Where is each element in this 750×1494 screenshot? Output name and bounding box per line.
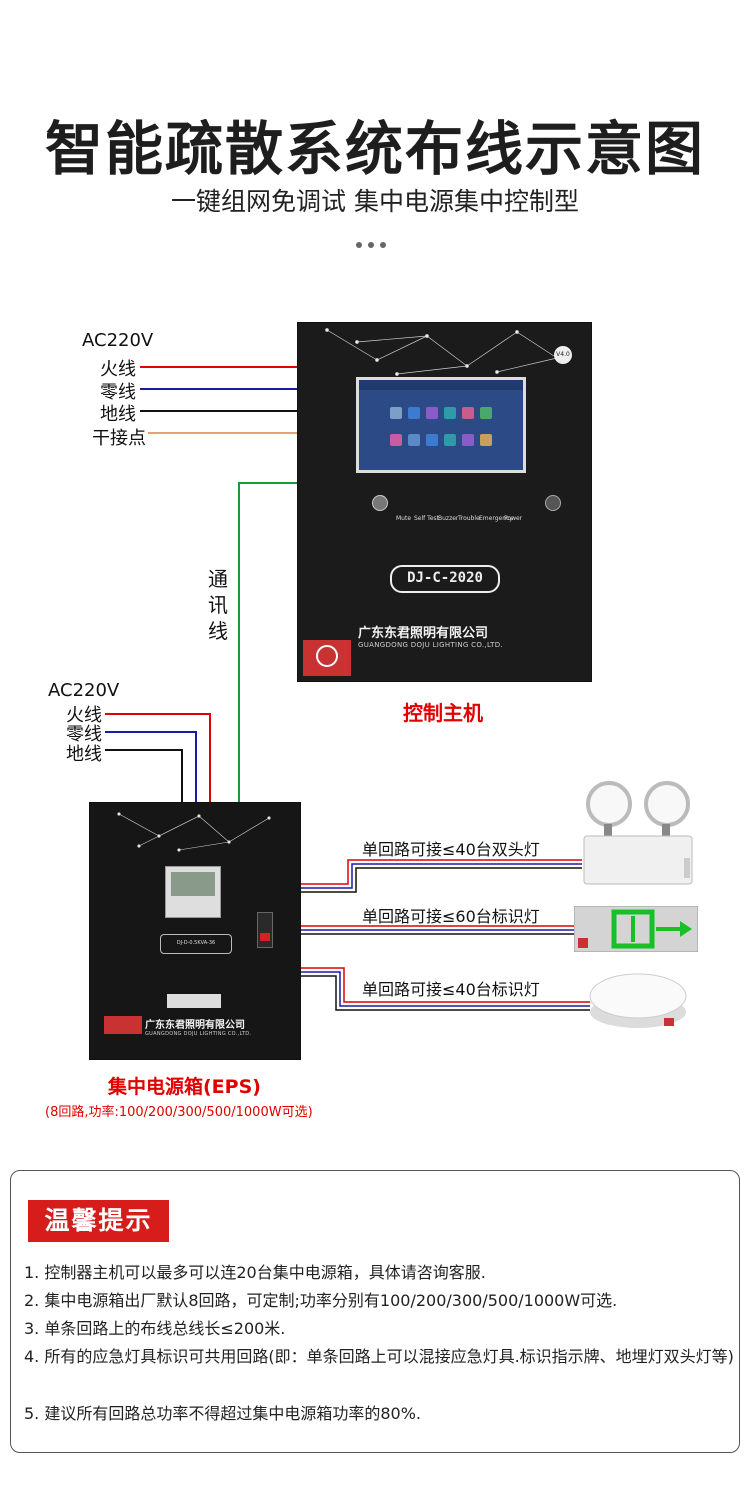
eps-caption-note: (8回路,功率:100/200/300/500/1000W可选)	[45, 1105, 313, 1120]
controller-brand-en: GUANGDONG DOJU LIGHTING CO.,LTD.	[358, 641, 503, 649]
self-test-label: Self Test	[414, 515, 440, 522]
tip-item-4: 4. 所有的应急灯具标识可共用回路(即：单条回路上可以混接应急灯具.标识指示牌、…	[24, 1347, 734, 1366]
top-live-label: 火线	[100, 359, 136, 380]
top-ground-label: 地线	[100, 404, 136, 425]
eps-ground-label: 地线	[66, 744, 102, 765]
version-badge: V4.0	[554, 346, 572, 364]
top-voltage-label: AC220V	[82, 330, 154, 351]
tips-panel	[10, 1170, 740, 1453]
tip-item-5: 5. 建议所有回路总功率不得超过集中电源箱功率的80%.	[24, 1404, 422, 1423]
round-ceiling-light-icon	[589, 973, 687, 1028]
branch-2-label: 单回路可接≤60台标识灯	[362, 907, 540, 926]
branch-1-wires	[299, 859, 582, 893]
eps-ground-wire	[105, 749, 183, 802]
branch-1-label: 单回路可接≤40台双头灯	[362, 840, 540, 859]
controller-brand-cn: 广东东君照明有限公司	[358, 626, 489, 641]
controller-caption: 控制主机	[403, 701, 483, 725]
eps-caption: 集中电源箱(EPS)	[108, 1076, 261, 1098]
eps-network-pattern	[117, 812, 271, 852]
eps-live-label: 火线	[66, 705, 102, 726]
exit-sign-icon	[574, 906, 698, 952]
tip-item-2: 2. 集中电源箱出厂默认8回路，可定制;功率分别有100/200/300/500…	[24, 1291, 618, 1310]
eps-neutral-label: 零线	[66, 724, 102, 745]
eps-live-wire	[105, 713, 211, 802]
emergency-label: Emergency	[479, 515, 513, 522]
cert-s-icon	[316, 645, 338, 667]
trouble-label: Trouble	[458, 515, 480, 522]
mute-label: Mute	[396, 515, 412, 522]
screen-app-row-1	[359, 404, 523, 423]
screen-app-row-2	[359, 431, 523, 450]
controller-model-tag: DJ-C-2020	[390, 565, 500, 593]
top-neutral-label: 零线	[100, 382, 136, 403]
page-title: 智能疏散系统布线示意图	[44, 115, 705, 183]
controller-lock[interactable]	[545, 495, 561, 511]
controller-cert-sticker	[303, 640, 351, 676]
twin-head-emergency-light-icon	[583, 781, 693, 885]
controller-touchscreen	[356, 377, 526, 473]
branch-3-label: 单回路可接≤40台标识灯	[362, 980, 540, 999]
eps-lcd-display	[165, 866, 221, 918]
buzzer-label: Buzzer	[438, 515, 459, 522]
eps-warning-label	[167, 994, 221, 1008]
branch-2-wires	[299, 925, 574, 935]
eps-neutral-wire	[105, 731, 197, 802]
eps-brand-cn: 广东东君照明有限公司	[145, 1020, 245, 1031]
eps-breaker-switch[interactable]	[257, 912, 273, 948]
branch-3-wires	[299, 967, 590, 1011]
controller-network-pattern	[325, 328, 559, 376]
comm-line-label: 通讯线	[208, 567, 228, 643]
power-label: Power	[504, 515, 523, 522]
page-subtitle: 一键组网免调试 集中电源集中控制型	[171, 187, 579, 216]
comm-wire	[238, 482, 297, 802]
tips-heading: 温馨提示	[28, 1200, 169, 1242]
decorative-dots	[356, 233, 396, 248]
eps-cert-sticker	[104, 1016, 142, 1034]
tip-item-3: 3. 单条回路上的布线总线长≤200米.	[24, 1319, 286, 1338]
controller-key-switch[interactable]	[372, 495, 388, 511]
wiring-diagram	[105, 366, 590, 1011]
eps-model-tag: DJ-D-0.5KVA-36	[160, 934, 232, 954]
tip-item-1: 1. 控制器主机可以最多可以连20台集中电源箱，具体请咨询客服.	[24, 1263, 486, 1282]
eps-voltage-label: AC220V	[48, 680, 120, 701]
top-dry-contact-label: 干接点	[92, 428, 146, 449]
eps-brand-en: GUANGDONG DOJU LIGHTING CO.,LTD.	[145, 1031, 252, 1037]
